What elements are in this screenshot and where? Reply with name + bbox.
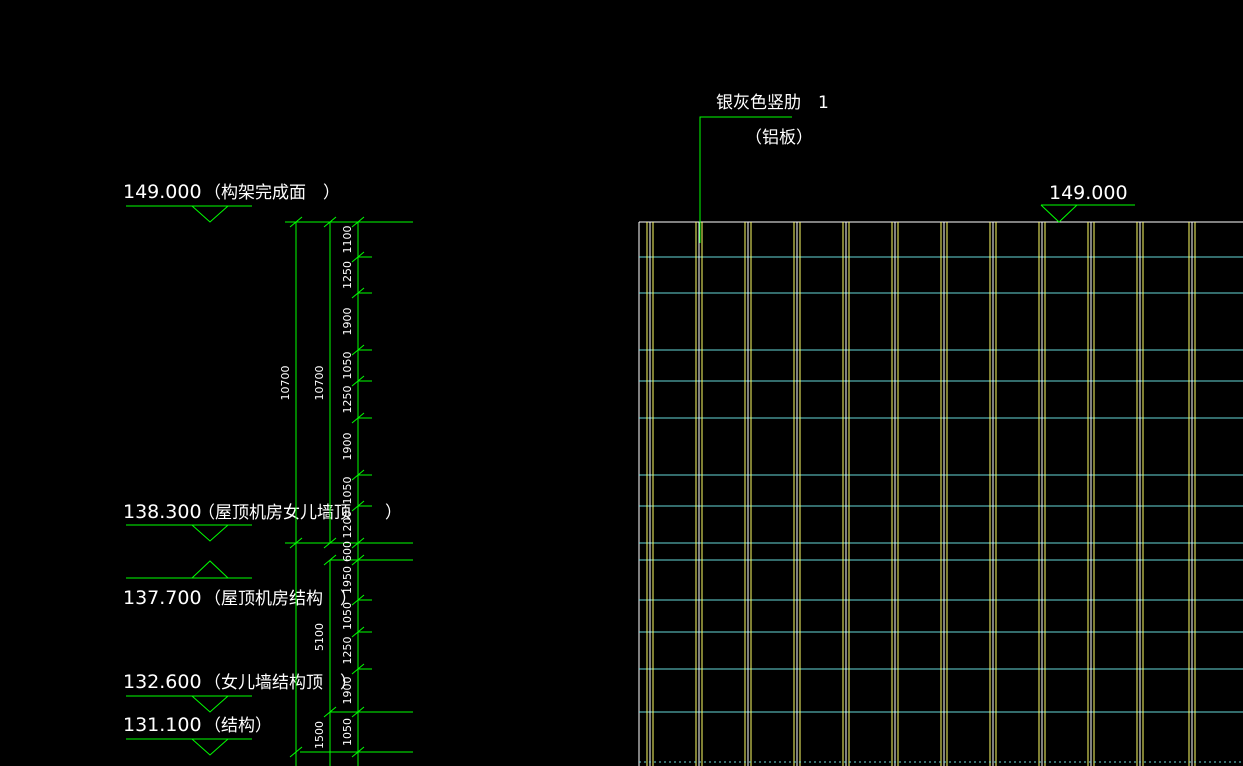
dimension-tick [323, 537, 337, 549]
elevation-value: 149.000 [123, 181, 202, 203]
dimension-ticks [289, 216, 372, 758]
elevation-value: 138.300 [123, 501, 202, 523]
dimension-chain-label: 1050 [341, 602, 354, 630]
dimension-chain-label: 1250 [341, 637, 354, 665]
vertical-rib [1188, 222, 1196, 766]
vertical-rib [744, 222, 752, 766]
dimension-chain-label: 1100 [341, 226, 354, 254]
dimension-chain-label: 1250 [341, 261, 354, 289]
elevation-note: （屋顶机房女儿墙顶 ） [198, 503, 402, 523]
elevation-marker-4: 131.100（结构） [123, 714, 272, 756]
vertical-rib [695, 222, 703, 766]
dimension-chain-label: 1200 [341, 511, 354, 539]
dimension-lines [285, 221, 413, 766]
dim-total-inner: 10700 [313, 366, 326, 401]
vertical-rib [1136, 222, 1144, 766]
left-dimension-section: 149.000（构架完成面 ） 138.300（屋顶机房女儿墙顶 ） 137.700… [123, 181, 413, 766]
dimension-chain-label: 1950 [341, 566, 354, 594]
dimension-chain-label: 1900 [341, 677, 354, 705]
dimension-chain-label: 1250 [341, 386, 354, 414]
vertical-rib [646, 222, 654, 766]
vertical-ribs [646, 222, 1196, 766]
elevation-note: （结构） [204, 716, 272, 736]
elevation-value: 131.100 [123, 714, 202, 736]
elevation-marker-1: 138.300（屋顶机房女儿墙顶 ） [123, 501, 402, 542]
vertical-rib [940, 222, 948, 766]
vertical-rib [891, 222, 899, 766]
right-elevation-value: 149.000 [1049, 182, 1128, 204]
dim-segment-1500: 1500 [313, 721, 326, 749]
facade-elevation: 银灰色竖肋 1 （铝板） 149.000 [638, 93, 1243, 766]
callout-leader [699, 116, 792, 243]
dimension-tick [323, 706, 337, 718]
elevation-note: （屋顶机房结构 ） [204, 589, 357, 609]
dimension-chain-label: 1050 [341, 718, 354, 746]
dimension-tick [323, 554, 337, 566]
dimension-chain-label: 1900 [341, 433, 354, 461]
elevation-value: 132.600 [123, 671, 202, 693]
elevation-value: 137.700 [123, 587, 202, 609]
dimension-chain-label: 1900 [341, 308, 354, 336]
dimension-tick [289, 216, 303, 228]
dimension-chain-label: 600 [341, 541, 354, 562]
vertical-rib [793, 222, 801, 766]
vertical-rib [842, 222, 850, 766]
dim-total-outer: 10700 [279, 366, 292, 401]
dimension-chain-label: 1050 [341, 477, 354, 505]
vertical-rib [1087, 222, 1095, 766]
callout-line2: （铝板） [745, 128, 813, 148]
dimension-tick [289, 537, 303, 549]
dimension-chain-label: 1050 [341, 352, 354, 380]
vertical-rib [989, 222, 997, 766]
vertical-rib [1038, 222, 1046, 766]
callout-line1: 银灰色竖肋 1 [716, 93, 829, 113]
elevation-markers: 149.000（构架完成面 ） 138.300（屋顶机房女儿墙顶 ） 137.700… [123, 181, 402, 756]
dimension-tick [289, 746, 303, 758]
elevation-marker-0: 149.000（构架完成面 ） [123, 181, 340, 223]
elevation-note: （女儿墙结构顶 ） [204, 673, 357, 693]
right-elevation-marker: 149.000 [1040, 182, 1135, 223]
dim-segment-5100: 5100 [313, 623, 326, 651]
dimension-chain-labels: 1100 1250 1900 1050 1250 1900 1050 1200 600 1950 1… [341, 226, 354, 747]
elevation-marker-2: 137.700（屋顶机房结构 ） [123, 560, 357, 609]
dimension-tick [323, 216, 337, 228]
elevation-marker-3: 132.600（女儿墙结构顶 ） [123, 671, 357, 713]
elevation-note: （构架完成面 ） [204, 183, 340, 203]
